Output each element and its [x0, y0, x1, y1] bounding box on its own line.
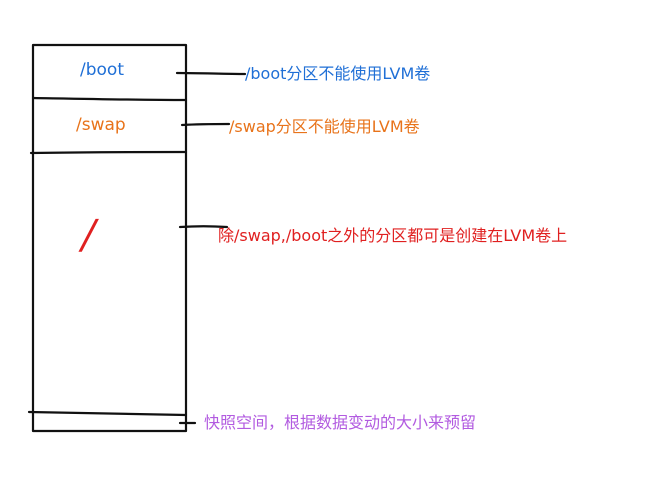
boot-partition-label: /boot [80, 60, 124, 80]
connector-swap [180, 122, 231, 127]
boot-note: /boot分区不能使用LVM卷 [245, 64, 431, 83]
connector-boot [175, 71, 247, 76]
root-note: 除/swap,/boot之外的分区都可是创建在LVM卷上 [218, 226, 568, 245]
disk-box-outline [31, 43, 188, 433]
divider-root-snapshot [27, 410, 188, 417]
swap-note: /swap分区不能使用LVM卷 [229, 117, 420, 136]
connector-root [178, 225, 229, 229]
divider-swap-root [29, 150, 188, 155]
divider-boot-swap [31, 96, 188, 102]
swap-partition-label: /swap [76, 115, 126, 135]
snapshot-note: 快照空间，根据数据变动的大小来预留 [204, 413, 477, 432]
